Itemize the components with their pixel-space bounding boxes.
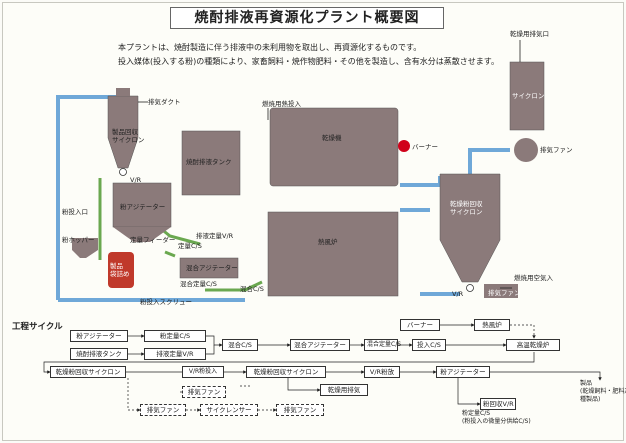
cycle-title: 工程サイクル [12,322,63,332]
cycle-node-powder-agitator-2: 粉アジテーター [436,366,490,378]
label-vr-2: 排液定量V/R [196,232,234,240]
cycle-node-vr-input: V/R粉投入 [182,366,224,378]
cycle-node-furnace: 熱風炉 [474,319,510,331]
label-exhaust-right: 乾燥用排気口 [510,30,549,38]
label-main-cyclone: 乾燥粉回収 サイクロン [450,200,483,216]
cycle-node-cyclone-1: 乾燥粉回収サイクロン [50,366,126,378]
label-fixed-feeder: 定量フィーダー [130,236,176,244]
label-product-bag: 製品 袋詰め [110,262,130,278]
label-fuel-tank: 焼酎排液タンク [186,158,232,166]
label-blower-fan: 排気ファン [540,146,573,154]
label-dry-drum: 乾燥機 [322,134,342,142]
cycle-node-fuel-tank: 焼酎排液タンク [70,348,128,360]
label-fixed-cs: 定量C/S [178,242,202,250]
label-mix-feeder: 混合定量C/S [180,280,217,288]
label-air-input: 燃焼用空気入 [514,274,553,282]
cycle-node-silencer: サイクレンサー [200,404,258,416]
label-powder-input: 粉投入口 [62,208,88,216]
label-vr-1: V/R [130,176,142,184]
cycle-node-exhaust: 排気ファン [276,404,324,416]
label-fan-bottom: 排気ファン [488,289,521,297]
cycle-node-burner: バーナー [400,319,440,331]
label-powder-hopper: 粉ホッパー [62,236,95,244]
cycle-node-fan-2: 排気ファン [140,404,186,416]
cycle-node-mix-feeder: 混合定量C/S [364,339,401,351]
intro-text: 本プラントは、焼酎製造に伴う排液中の未利用物を取出し、再資源化するものです。 投… [118,41,499,69]
cycle-node-vr-release: V/R粉放 [364,366,400,378]
label-vr-bottom: V/R [452,290,464,298]
cycle-node-fan-1: 排気ファン [182,386,226,398]
cycle-node-mix-agitator: 混合アジテーター [290,339,350,351]
cycle-node-input-cs: 投入C/S [412,339,446,351]
label-product-cyclone: 製品回収 サイクロン [112,128,145,144]
cycle-node-recover-vr: 粉回収V/R [480,398,516,410]
label-cyclone-exhaust: 排気ダクト [148,98,181,106]
cycle-node-dryer: 高温乾燥炉 [506,339,560,351]
intro-line-2: 投入媒体(投入する粉)の種類により、家畜飼料・焼作物肥料・その他を製造し、含有水… [118,57,499,66]
label-mix-cs: 混合C/S [240,285,264,293]
cycle-node-product: 製品 (乾燥飼料・肥料及び各 種製品) [580,380,626,403]
cycle-node-mix-cs: 混合C/S [222,339,258,351]
cycle-node-powder-cs-note: 粉定量C/S (粉投入の微量分供給C/S) [462,410,531,425]
label-mixer-agitator: 粉アジテーター [120,203,166,211]
label-burner: バーナー [412,143,438,151]
label-furnace: 熱風炉 [318,238,338,246]
cycle-node-liquid-vr: 排液定量V/R [144,348,206,360]
cycle-node-dry-exhaust: 乾燥用排気 [320,384,368,396]
page-title: 焼酎排液再資源化プラント概要図 [170,7,444,29]
intro-line-1: 本プラントは、焼酎製造に伴う排液中の未利用物を取出し、再資源化するものです。 [118,43,422,52]
label-silencer-tower: サイクロン [512,92,545,100]
label-burner-input: 燃焼用熱投入 [262,100,301,108]
cycle-node-powder-cs: 粉定量C/S [144,330,206,342]
label-powder-screw: 粉投入スクリュー [140,298,192,306]
cycle-node-cyclone-2: 乾燥粉回収サイクロン [246,366,326,378]
label-mix-agitator: 混合アジテーター [186,264,238,272]
cycle-node-powder-agitator: 粉アジテーター [70,330,128,342]
